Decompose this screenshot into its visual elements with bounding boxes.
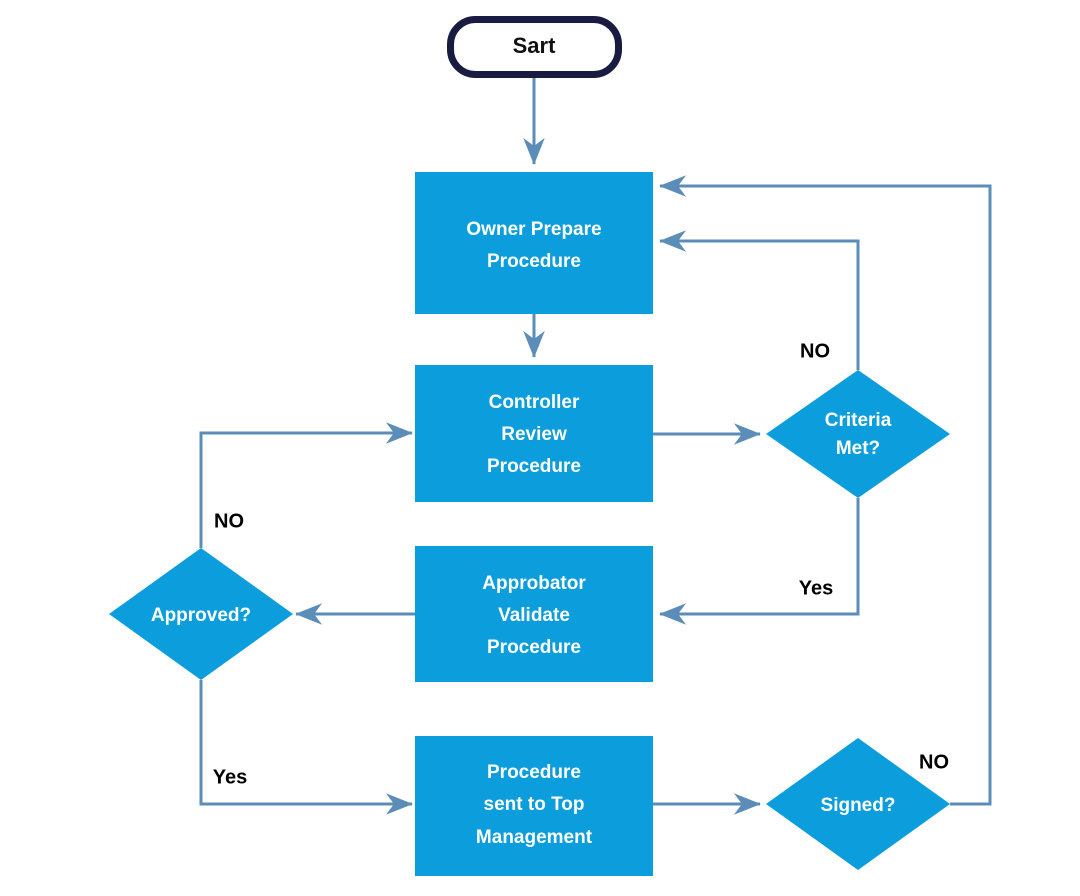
node-approved[interactable]: Approved? <box>109 548 293 680</box>
signed-label: Signed? <box>821 795 896 816</box>
criteria-met-label-line-1: Criteria <box>825 410 892 431</box>
approbator-validate-label-line-1: Approbator <box>482 573 586 594</box>
controller-review-label-line-3: Procedure <box>487 456 581 477</box>
criteria-met-label-line-2: Met? <box>836 438 880 459</box>
edge-criteria-no-to-owner <box>659 230 860 370</box>
signed-shape <box>766 738 950 870</box>
edge-label-signed-no: NO <box>919 751 949 773</box>
edge-criteria-yes-to-approbator <box>659 498 860 625</box>
edge-signed-no-to-owner <box>659 175 992 806</box>
approbator-validate-label-line-2: Validate <box>498 605 570 626</box>
criteria-met-shape <box>766 370 950 498</box>
start-terminator-shape <box>447 16 622 78</box>
sent-top-management-label-line-3: Management <box>476 827 593 848</box>
approved-shape <box>109 548 293 680</box>
node-sent-top-management[interactable]: Procedure sent to Top Management <box>415 736 653 876</box>
controller-review-shape <box>415 365 653 502</box>
node-owner-prepare[interactable]: Owner Prepare Procedure <box>415 172 653 314</box>
approbator-validate-label-line-3: Procedure <box>487 637 581 658</box>
node-start[interactable]: Sart <box>447 16 622 78</box>
node-controller-review[interactable]: Controller Review Procedure <box>415 365 653 502</box>
sent-top-management-label-line-1: Procedure <box>487 762 581 783</box>
sent-top-management-shape <box>415 736 653 876</box>
edge-label-approved-no: NO <box>214 510 244 532</box>
approbator-validate-shape <box>415 546 653 682</box>
edge-label-approved-yes: Yes <box>213 766 247 788</box>
connector-layer <box>199 78 992 815</box>
owner-prepare-label-line-1: Owner Prepare <box>466 219 601 240</box>
owner-prepare-label-line-2: Procedure <box>487 251 581 272</box>
node-criteria-met[interactable]: Criteria Met? <box>766 370 950 498</box>
edge-approved-no-to-controller <box>199 422 413 548</box>
start-label: Sart <box>513 33 556 58</box>
approved-label: Approved? <box>151 605 251 626</box>
edge-approved-yes-to-top-management <box>199 680 413 815</box>
edge-label-criteria-yes: Yes <box>799 577 833 599</box>
controller-review-label-line-2: Review <box>501 424 567 445</box>
controller-review-label-line-1: Controller <box>489 392 580 413</box>
node-approbator-validate[interactable]: Approbator Validate Procedure <box>415 546 653 682</box>
node-signed[interactable]: Signed? <box>766 738 950 870</box>
sent-top-management-label-line-2: sent to Top <box>484 794 585 815</box>
edge-label-criteria-no: NO <box>800 340 830 362</box>
owner-prepare-shape <box>415 172 653 314</box>
edge-label-layer: NO Yes NO Yes NO <box>213 340 949 788</box>
